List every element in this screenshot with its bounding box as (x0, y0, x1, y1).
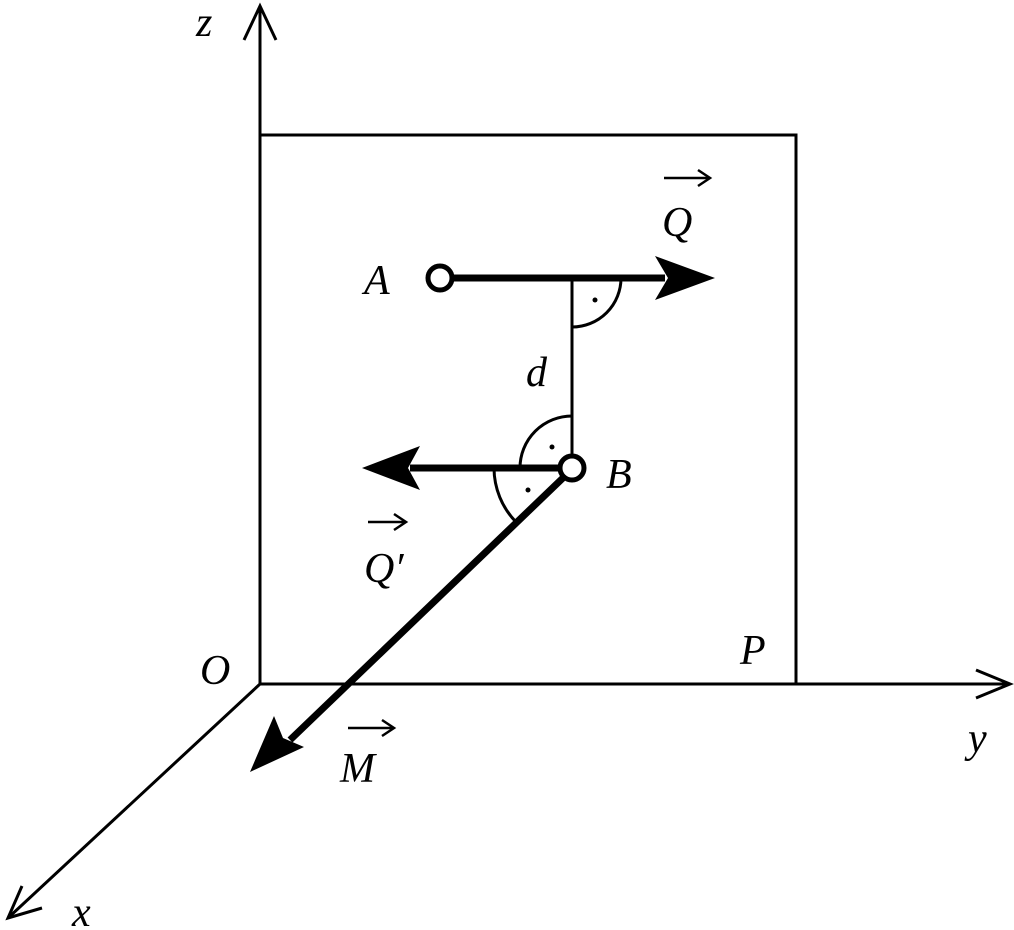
y-axis-arrowhead (975, 668, 1014, 700)
q-prime-overarrow-head (393, 512, 409, 532)
z-axis-label: z (195, 0, 212, 46)
right-angle-arc-b-lower (492, 467, 518, 524)
point-b-label: B (606, 452, 632, 498)
right-angle-dot-b-lower (525, 487, 531, 493)
point-a (425, 263, 455, 293)
right-angle-dot-b-upper (549, 444, 555, 450)
vector-q-prime-label: Q′ (364, 546, 404, 592)
q-overarrow-head (697, 168, 713, 188)
plane-p (260, 133, 798, 684)
x-axis-arrowhead (5, 885, 43, 921)
point-b (557, 453, 587, 483)
plane-label: P (739, 628, 766, 674)
vector-m (287, 473, 568, 743)
vector-q-arrowhead (655, 256, 715, 300)
m-overarrow-head (381, 718, 397, 738)
y-axis-label: y (964, 716, 987, 762)
distance-label: d (526, 350, 548, 396)
right-angle-arc-a (571, 277, 623, 329)
vector-q-prime-arrowhead (362, 446, 420, 490)
vector-q-label: Q (662, 200, 692, 246)
point-a-label: A (361, 258, 390, 304)
vector-m-arrowhead (250, 716, 304, 772)
vector-m-label: M (339, 746, 377, 792)
right-angle-dot-a (592, 297, 598, 303)
x-axis-label: x (71, 890, 91, 930)
right-angle-arc-b-upper (518, 414, 573, 469)
origin-label: O (200, 648, 230, 694)
z-axis-arrowhead (242, 2, 278, 41)
x-axis (6, 682, 262, 920)
